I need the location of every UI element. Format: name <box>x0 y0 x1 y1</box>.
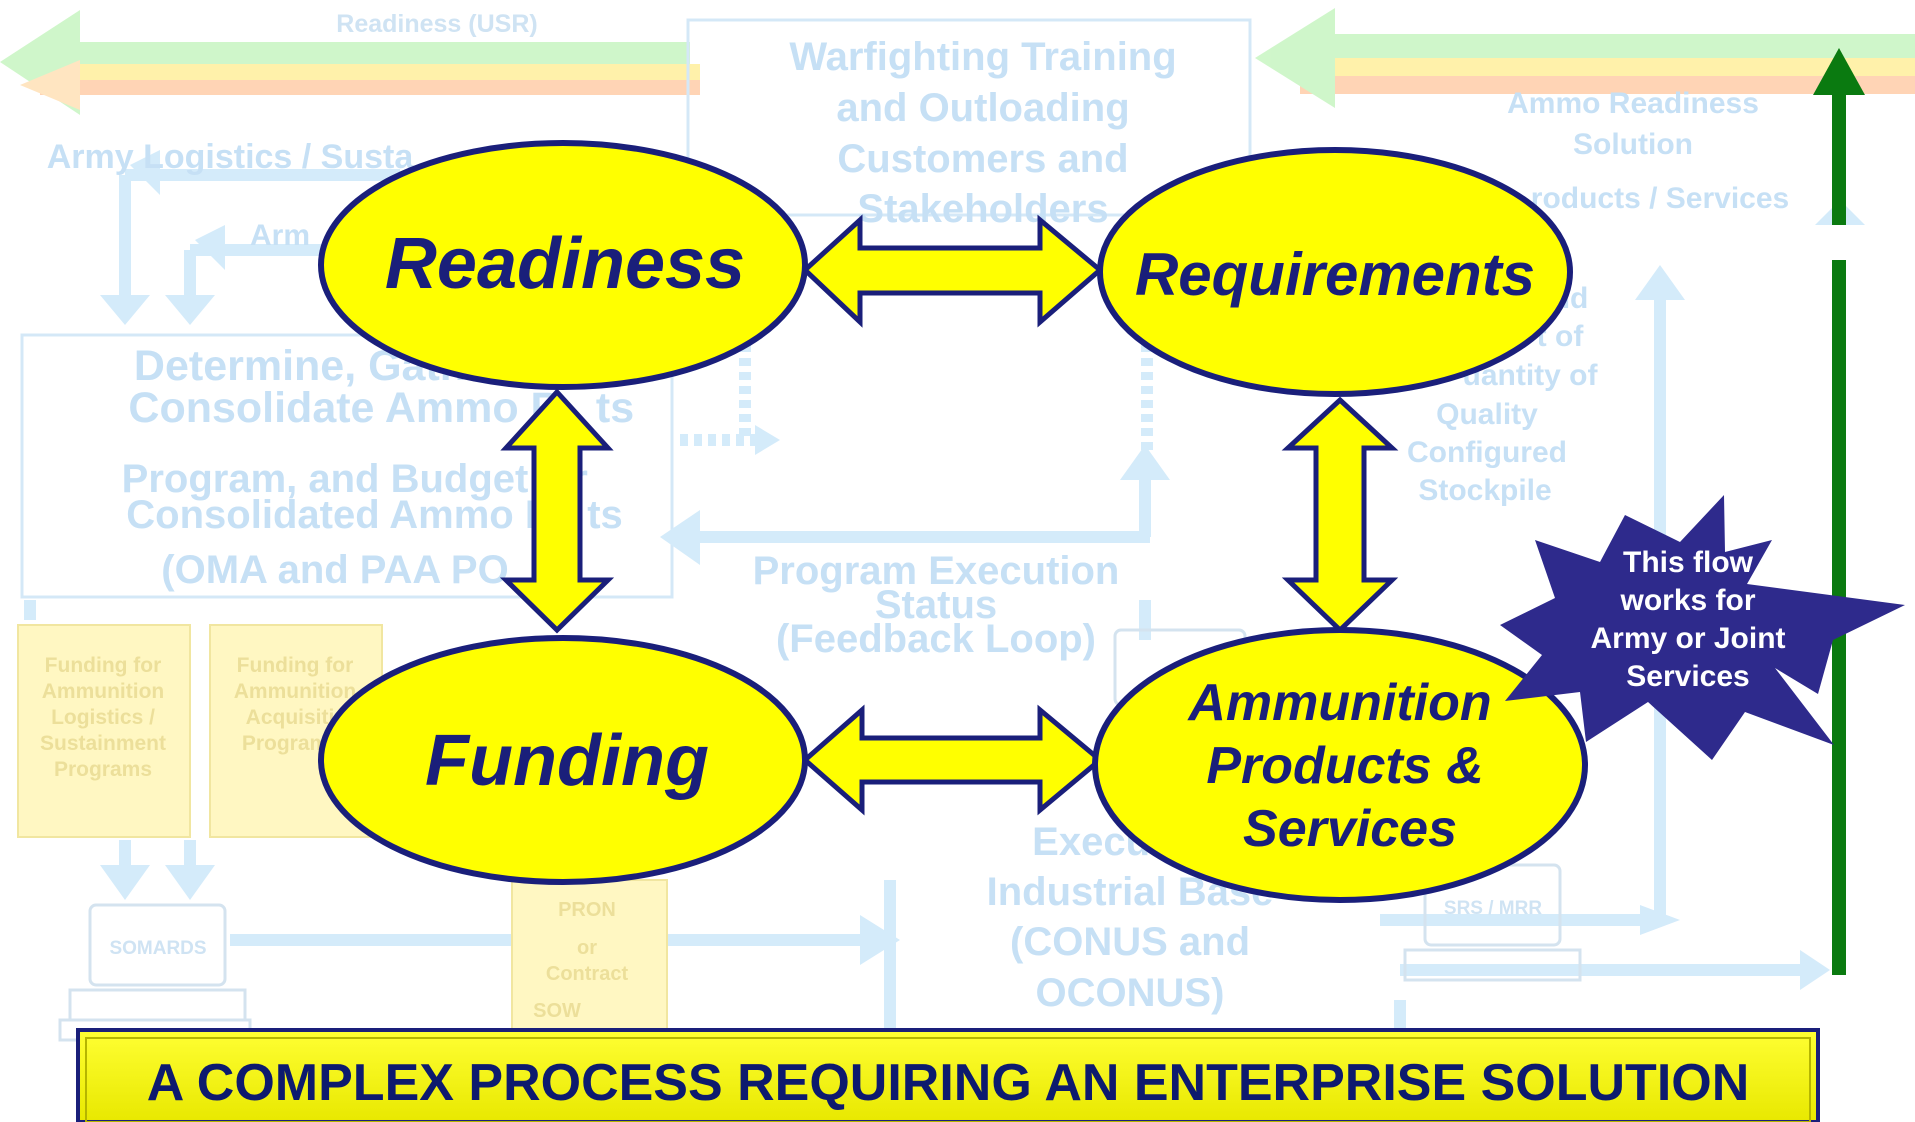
readiness-node: Readiness <box>318 140 808 390</box>
program-execution-line-1: Program Execution <box>753 549 1120 593</box>
program-execution-line-3: (Feedback Loop) <box>776 617 1096 661</box>
callout-line-2: works for <box>1619 584 1755 617</box>
funding-acquisition-line-3: Acquisiti <box>246 706 335 729</box>
warfighting-line-1: Warfighting Training <box>789 35 1176 79</box>
funding-logistics-line-1: Funding for <box>45 654 162 677</box>
callout-line-4: Services <box>1626 660 1749 693</box>
warfighting-box <box>686 18 1252 217</box>
ammunition-line-2: Products & <box>1206 737 1483 795</box>
callout-line-1: This flow <box>1623 546 1754 579</box>
funding-ammunition-arrow <box>801 704 1104 816</box>
army-logistics-label: Army Logistics / Susta <box>47 138 415 176</box>
program-budget-line-1: Program, and Budget <box>122 457 529 501</box>
callout-line-3: Army or Joint <box>1590 622 1785 655</box>
oma-paa-label: (OMA and PAA PO <box>161 548 508 592</box>
pron-line-2: or <box>577 937 597 959</box>
readiness-usr-label: Readiness (USR) <box>336 10 537 38</box>
ammo-readiness-line-2: Solution <box>1573 128 1693 161</box>
readiness-label: Readiness <box>385 224 745 304</box>
funding-logistics-doc <box>17 624 191 838</box>
program-execution-line-2: Status <box>875 583 997 627</box>
requirements-label: Requirements <box>1135 241 1535 308</box>
execute-line-4: OCONUS) <box>1036 971 1225 1015</box>
funding-logistics-line-4: Sustainment <box>40 732 166 755</box>
ammo-readiness-line-1: Ammo Readiness <box>1507 87 1759 120</box>
products-services-label: roducts / Services <box>1531 182 1789 215</box>
starburst-callout: This flow works for Army or Joint Servic… <box>1500 495 1905 760</box>
pron-line-3: Contract <box>546 963 629 985</box>
funding-label: Funding <box>425 721 709 801</box>
funding-acquisition-line-2: Ammunition <box>234 680 356 703</box>
funding-acquisition-line-4: Program <box>242 732 328 755</box>
top-left-arrow-band <box>0 10 700 115</box>
requirements-ammunition-arrow <box>1281 396 1399 634</box>
green-upward-arrow <box>1813 48 1865 975</box>
stockpile-line-4: Quality <box>1436 398 1538 431</box>
warfighting-line-4: Stakeholders <box>857 187 1108 231</box>
srs-mrr-label: SRS / MRR <box>1444 898 1542 919</box>
stockpile-line-5: Configured <box>1407 436 1567 469</box>
top-right-arrow-band <box>1255 8 1915 108</box>
arm-partial-label: Arm <box>250 219 310 252</box>
pron-doc <box>511 879 668 1031</box>
readiness-requirements-arrow <box>801 214 1104 328</box>
program-budget-line-2-tail: ts <box>587 493 623 537</box>
determine-line-2: Consolidate Ammo R <box>128 384 561 432</box>
execute-line-3: (CONUS and <box>1010 920 1250 964</box>
pron-line-1: PRON <box>558 899 616 921</box>
warfighting-line-2: and Outloading <box>836 86 1129 130</box>
somards-label: SOMARDS <box>109 938 206 959</box>
funding-logistics-line-2: Ammunition <box>42 680 164 703</box>
somards-computer-icon <box>58 903 252 1042</box>
banner-text: A COMPLEX PROCESS REQUIRING AN ENTERPRIS… <box>147 1054 1750 1112</box>
readiness-funding-arrow <box>499 388 615 634</box>
requirements-node: Requirements <box>1097 147 1573 397</box>
sow-label: SOW <box>533 1000 581 1022</box>
funding-node: Funding <box>318 635 808 885</box>
funding-logistics-line-3: Logistics / <box>51 706 155 729</box>
program-budget-line-2: Consolidated Ammo R <box>126 493 554 537</box>
funding-acquisition-line-1: Funding for <box>237 654 354 677</box>
warfighting-line-3: Customers and <box>837 137 1128 181</box>
determine-box <box>20 333 674 599</box>
ammunition-line-1: Ammunition <box>1186 674 1491 732</box>
ammunition-node: Ammunition Products & Services <box>1092 627 1588 903</box>
funding-logistics-line-5: Programs <box>54 758 152 781</box>
enterprise-banner: A COMPLEX PROCESS REQUIRING AN ENTERPRIS… <box>76 1028 1820 1122</box>
faded-arrowheads <box>100 150 1865 990</box>
ammunition-line-3: Services <box>1243 800 1457 858</box>
stockpile-line-6: Stockpile <box>1418 474 1551 507</box>
determine-line-2-tail: ts <box>596 384 634 432</box>
